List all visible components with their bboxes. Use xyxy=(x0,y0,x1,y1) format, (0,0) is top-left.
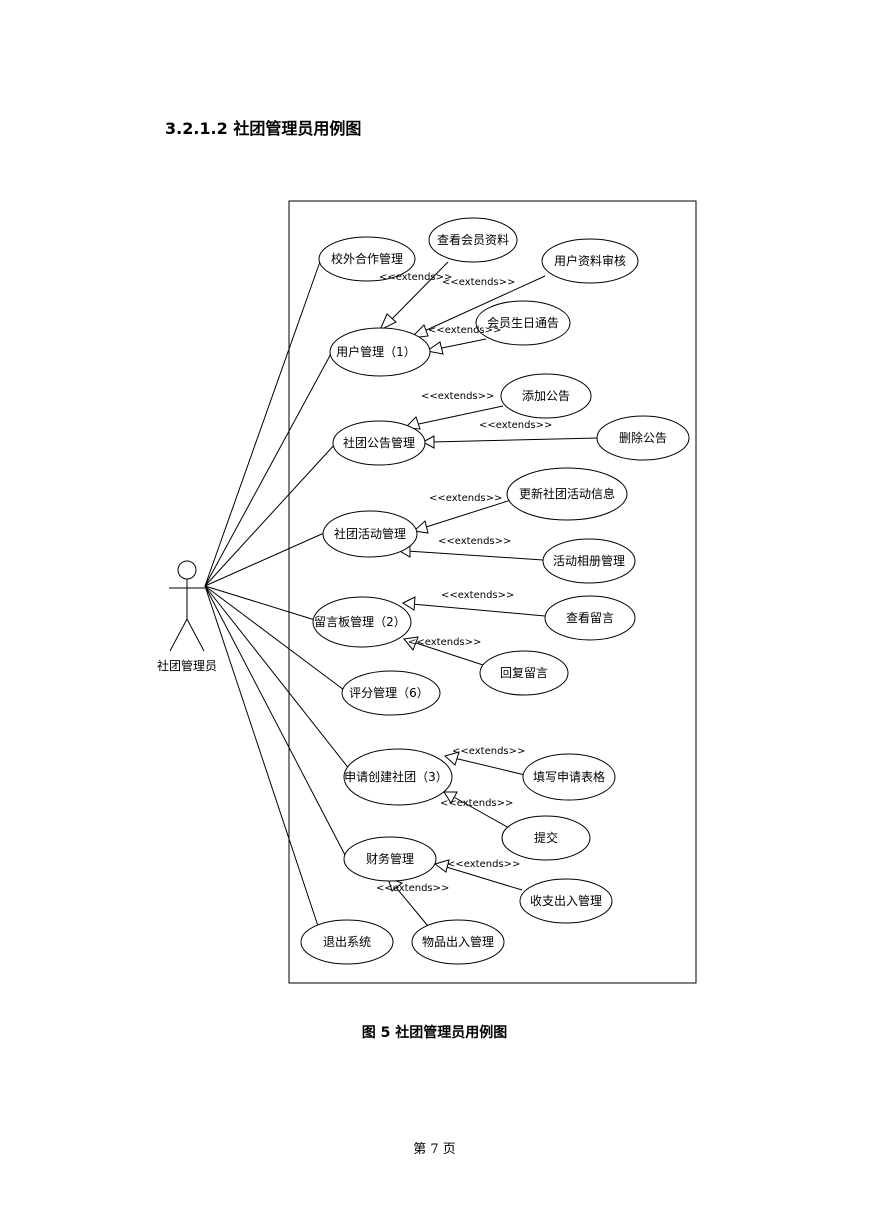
use-case-shouzhi xyxy=(519,878,613,924)
use-case-huodong xyxy=(322,510,418,558)
label-wupin: 物品出入管理 xyxy=(422,934,494,949)
label-xiangce: 活动相册管理 xyxy=(553,553,625,568)
label-chakan-huiyuan: 查看会员资料 xyxy=(437,233,509,247)
use-case-pingfen xyxy=(341,670,441,716)
extends-label-13: <<extends>> xyxy=(376,883,449,894)
label-liuyan: 留言板管理（2） xyxy=(314,614,406,629)
use-case-yonghu xyxy=(329,327,431,377)
use-case-chakan-huiyuan xyxy=(428,217,518,263)
extends-label-8: <<extends>> xyxy=(441,590,514,601)
use-case-liuyan xyxy=(312,596,412,648)
label-tuichu: 退出系统 xyxy=(323,935,371,949)
actor-figure xyxy=(169,560,205,652)
use-case-tuichu xyxy=(300,919,394,965)
use-case-ellipses xyxy=(300,217,690,965)
label-yonghu: 用户管理（1） xyxy=(336,344,416,359)
label-shouzhi: 收支出入管理 xyxy=(530,893,602,908)
extends-label-5: <<extends>> xyxy=(479,420,552,431)
extends-label-11: <<extends>> xyxy=(440,798,513,809)
system-boundary xyxy=(288,200,697,984)
extends-label-2: <<extends>> xyxy=(442,277,515,288)
label-huifu: 回复留言 xyxy=(500,666,548,680)
use-case-shengri xyxy=(475,300,571,346)
label-tijiao: 提交 xyxy=(534,830,558,845)
extends-label-7: <<extends>> xyxy=(438,536,511,547)
label-shenqing: 申请创建社团（3） xyxy=(344,769,448,784)
use-case-xiaowai xyxy=(318,236,416,282)
figure-caption: 图 5 社团管理员用例图 xyxy=(361,1025,508,1041)
label-huodong: 社团活动管理 xyxy=(334,526,406,541)
label-gonggao: 社团公告管理 xyxy=(343,435,415,450)
extends-lines xyxy=(388,261,599,927)
label-caiwu: 财务管理 xyxy=(366,851,414,866)
use-case-tianxie xyxy=(522,753,616,801)
use-case-xiangce xyxy=(542,538,636,584)
extends-label-3: <<extends>> xyxy=(428,325,501,336)
use-case-caiwu xyxy=(343,836,437,882)
label-tianjia: 添加公告 xyxy=(522,389,570,403)
label-yonghu-shenhe: 用户资料审核 xyxy=(554,253,626,268)
extends-label-9: <<extends>> xyxy=(408,637,481,648)
use-case-yonghu-shenhe xyxy=(541,238,639,284)
extends-label-4: <<extends>> xyxy=(421,391,494,402)
use-case-shanchu xyxy=(596,415,690,461)
extends-label-6: <<extends>> xyxy=(429,493,502,504)
extends-label-1: <<extends>> xyxy=(379,272,452,283)
label-shengri: 会员生日通告 xyxy=(487,316,559,330)
page-footer: 第 7 页 xyxy=(413,1142,456,1157)
label-chakan-liuyan: 查看留言 xyxy=(566,611,614,625)
use-case-gonggao xyxy=(332,420,426,466)
use-case-wupin xyxy=(411,919,505,965)
use-case-chakan-liuyan xyxy=(544,595,636,641)
associations xyxy=(204,255,351,927)
use-case-huifu xyxy=(479,650,569,696)
label-gengxin: 更新社团活动信息 xyxy=(519,486,615,501)
label-pingfen: 评分管理（6） xyxy=(349,685,429,700)
use-case-shenqing xyxy=(343,748,453,806)
use-case-tianjia xyxy=(500,373,592,419)
section-heading: 3.2.1.2 社团管理员用例图 xyxy=(165,119,362,138)
label-tianxie: 填写申请表格 xyxy=(533,769,605,784)
extends-label-12: <<extends>> xyxy=(447,859,520,870)
extends-label-10: <<extends>> xyxy=(452,746,525,757)
use-case-tijiao xyxy=(501,815,591,861)
label-xiaowai: 校外合作管理 xyxy=(331,251,403,266)
actor-label: 社团管理员 xyxy=(157,658,217,673)
label-shanchu: 删除公告 xyxy=(619,430,667,445)
use-case-gengxin xyxy=(506,467,628,521)
